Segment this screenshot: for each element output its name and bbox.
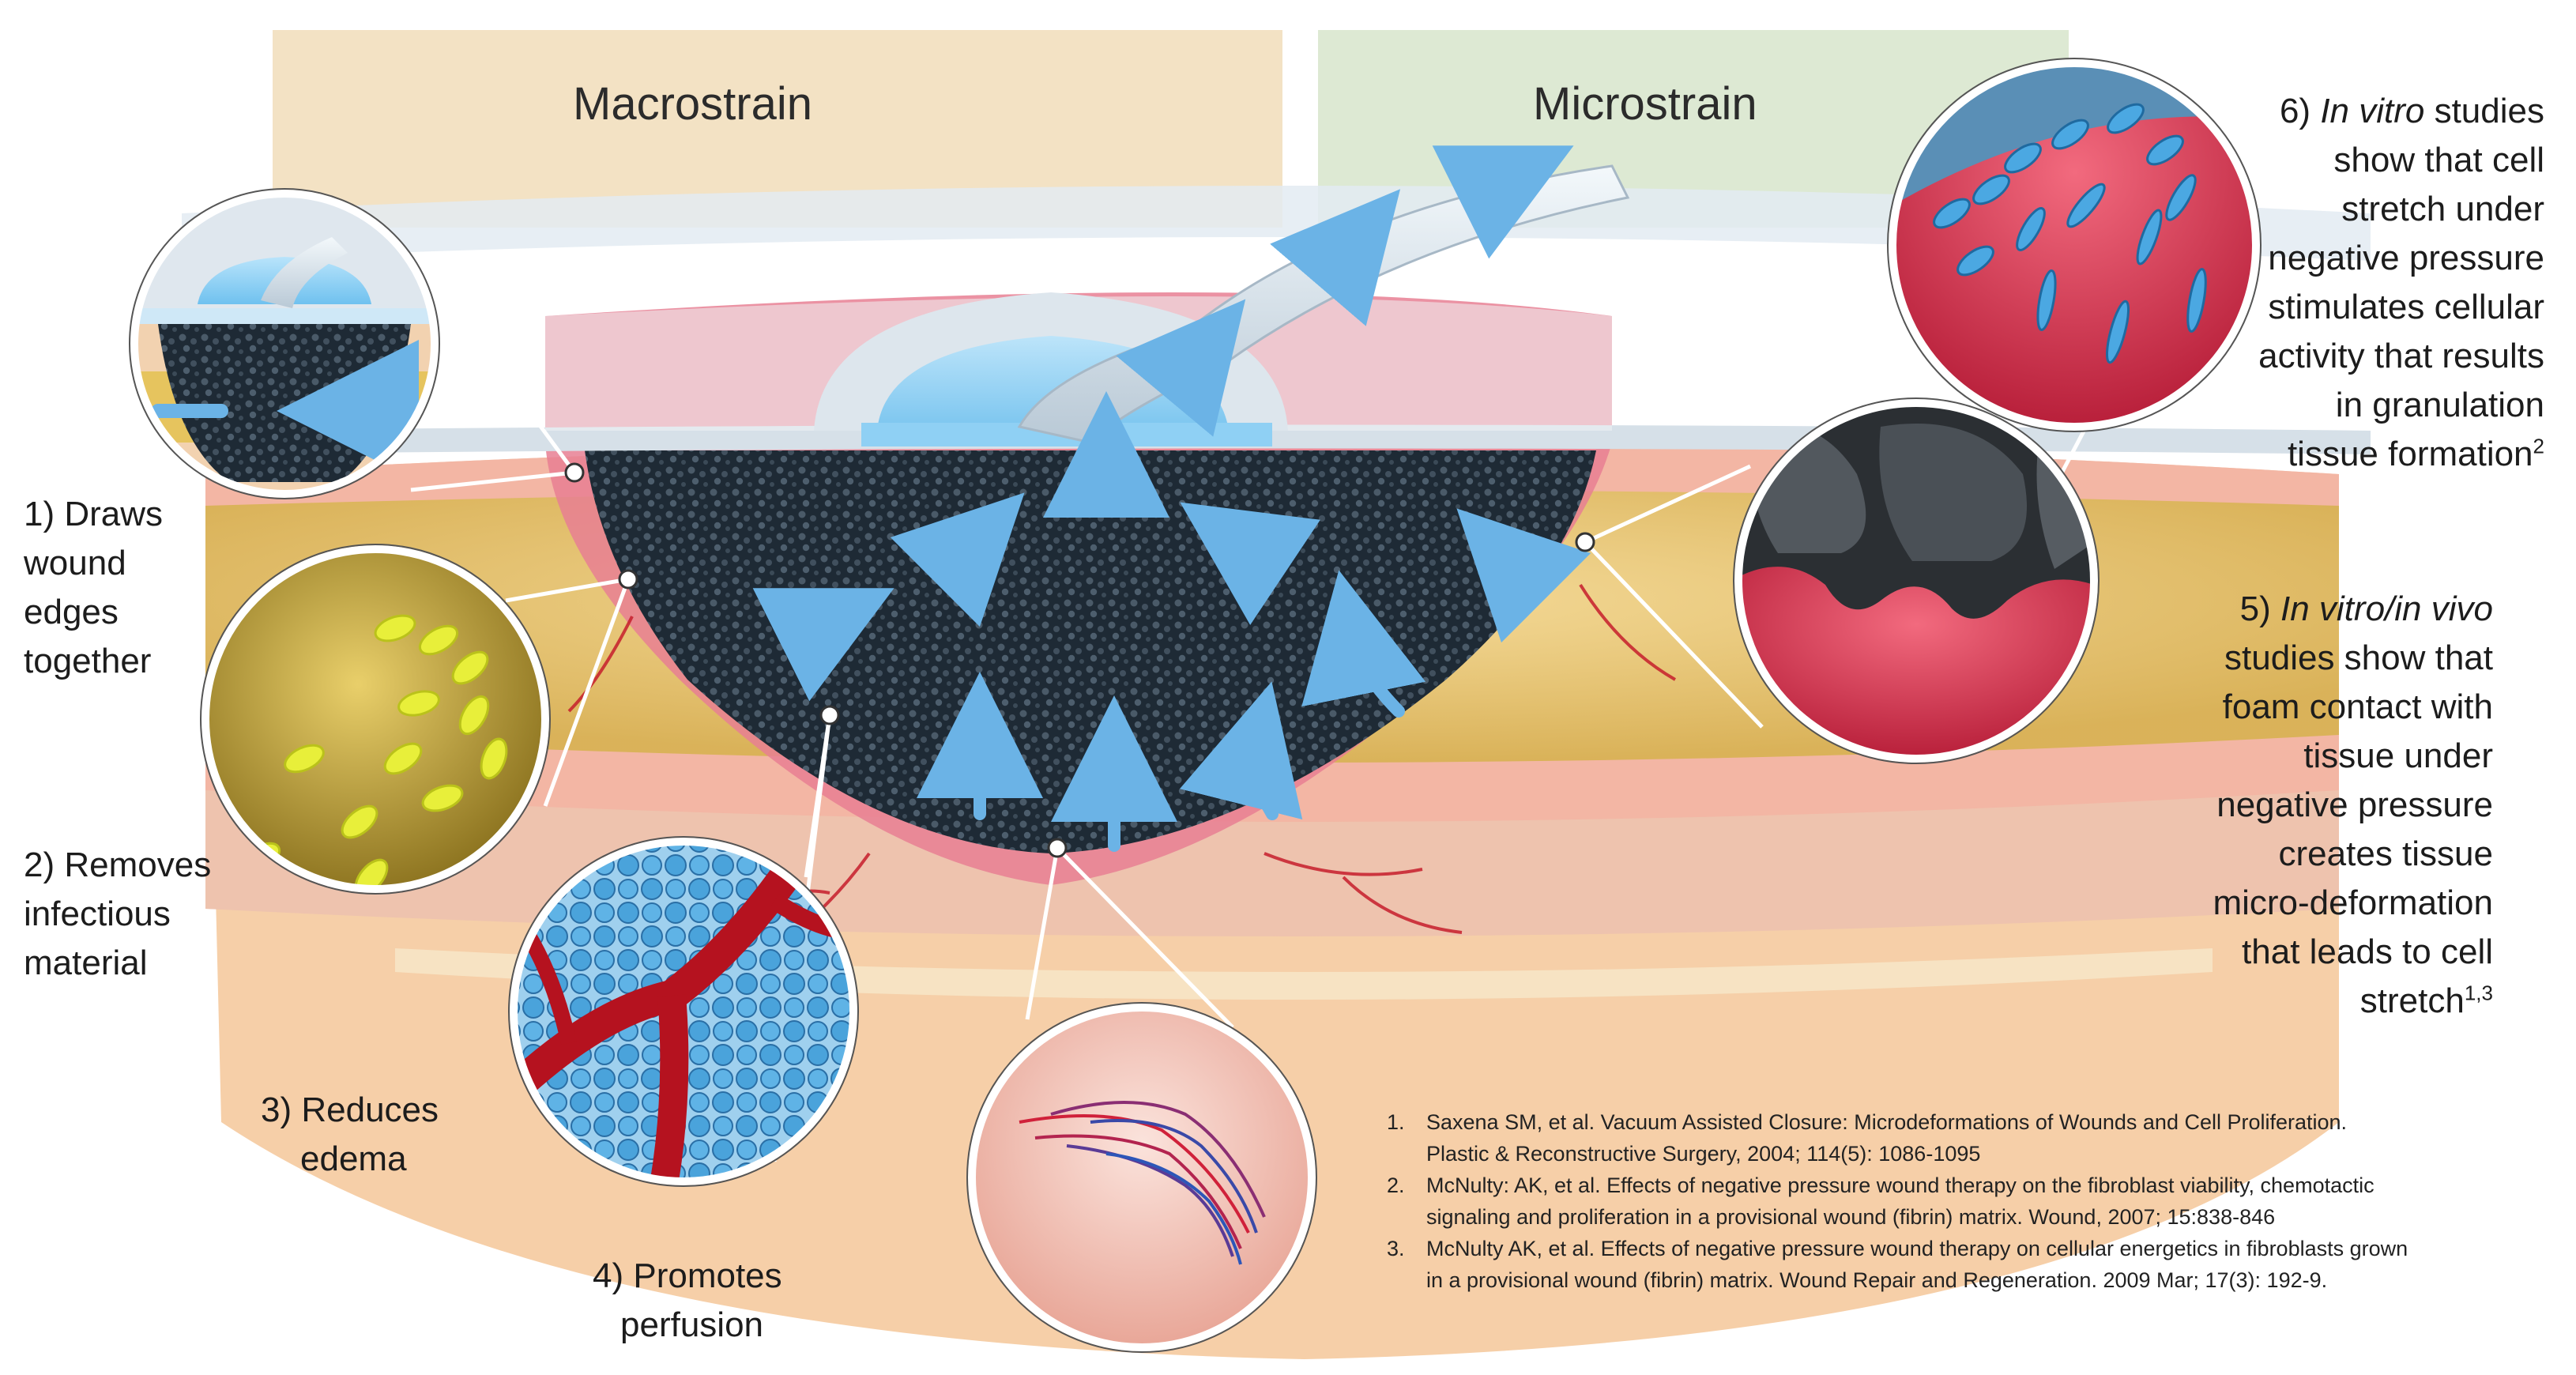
cell-stretch-inset [1887, 58, 2262, 432]
foam-microdeformation-inset [1733, 397, 2100, 764]
macrostrain-header: Macrostrain [573, 78, 812, 130]
microstrain-header: Microstrain [1533, 78, 1757, 130]
callout-4-promotes-perfusion: 4) Promotes perfusion [593, 1256, 782, 1344]
foam-dressing [585, 450, 1596, 853]
reference-item: 3. McNulty AK, et al. Effects of negativ… [1387, 1237, 2408, 1292]
references-list: 1. Saxena SM, et al. Vacuum Assisted Clo… [1387, 1106, 2556, 1296]
macrostrain-inset [129, 188, 440, 499]
callout-5-foam-micro-deformation: 5) In vitro/in vivo studies show that fo… [2213, 590, 2493, 1020]
flow-arrows [752, 145, 1591, 852]
callout-3-reduces-edema: 3) Reduces edema [261, 1091, 439, 1178]
callout-6-cell-stretch: 6) In vitro studies show that cell stret… [2258, 92, 2544, 473]
perfusion-vessels-inset [966, 1002, 1317, 1353]
bacteria-inset [200, 544, 551, 895]
callout-2-removes-infectious-material: 2) Removes infectious material [24, 846, 212, 982]
reference-item: 2. McNulty: AK, et al. Effects of negati… [1387, 1173, 2375, 1229]
callout-1-draws-wound-edges: 1) Draws wound edges together [24, 495, 164, 680]
edema-cells-inset [508, 836, 859, 1187]
reference-item: 1. Saxena SM, et al. Vacuum Assisted Clo… [1387, 1110, 2348, 1166]
